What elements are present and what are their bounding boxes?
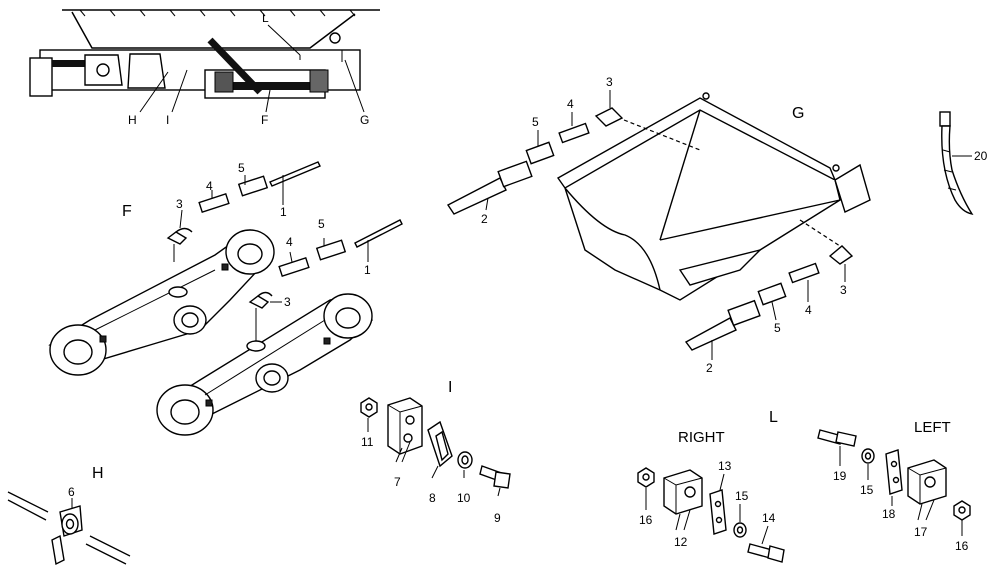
hose-assembly-f-lower (248, 219, 403, 342)
callout-right-14: 14 (762, 511, 776, 525)
callout-g-upper-3: 3 (606, 75, 613, 89)
callout-i-8: 8 (429, 491, 436, 505)
clamp-block-set-i (360, 397, 511, 489)
callout-f-lower-4: 4 (286, 235, 293, 249)
hose-assembly-f-upper (166, 161, 321, 262)
hose-assembly-g-lower (684, 219, 854, 351)
hose-assembly-g-upper (446, 107, 701, 215)
callout-g-upper-2: 2 (481, 212, 488, 226)
callout-f-upper-5: 5 (238, 161, 245, 175)
callout-tie-20: 20 (974, 149, 988, 163)
callout-f-lower-1: 1 (364, 263, 371, 277)
callout-f-upper-3: 3 (176, 197, 183, 211)
callout-i-10: 10 (457, 491, 471, 505)
callout-overview-L: L (262, 11, 269, 25)
callout-g-lower-2: 2 (706, 361, 713, 375)
callout-overview-I: I (166, 113, 169, 127)
lift-arm-upper (48, 229, 275, 376)
clamp-block-set-left (817, 429, 971, 521)
callout-h-6: 6 (68, 485, 75, 499)
section-label-G: G (792, 105, 804, 122)
cable-tie (939, 111, 974, 216)
callout-right-13: 13 (718, 459, 732, 473)
callout-g-lower-5: 5 (774, 321, 781, 335)
callout-f-lower-3: 3 (284, 295, 291, 309)
hose-clamp-detail (7, 491, 131, 566)
callout-left-15: 15 (860, 483, 874, 497)
callout-overview-G: G (360, 113, 369, 127)
callout-i-9: 9 (494, 511, 501, 525)
side-label-left: LEFT (914, 419, 951, 436)
callout-g-upper-4: 4 (567, 97, 574, 111)
callout-right-16: 16 (639, 513, 653, 527)
section-label-L: L (769, 409, 778, 426)
callout-i-11: 11 (361, 435, 374, 449)
callout-f-lower-5: 5 (318, 217, 325, 231)
callout-i-7: 7 (394, 475, 401, 489)
callout-g-upper-5: 5 (532, 115, 539, 129)
callout-overview-H: H (128, 113, 137, 127)
callout-f-upper-4: 4 (206, 179, 213, 193)
lift-arm-lower (156, 293, 373, 436)
section-label-I: I (448, 379, 452, 396)
clamp-block-set-right (637, 467, 785, 563)
callout-right-15: 15 (735, 489, 749, 503)
callout-f-upper-1: 1 (280, 205, 287, 219)
callout-left-17: 17 (914, 525, 928, 539)
side-label-right: RIGHT (678, 429, 725, 446)
callout-g-lower-4: 4 (805, 303, 812, 317)
callout-g-lower-3: 3 (840, 283, 847, 297)
section-label-H: H (92, 465, 104, 482)
callout-left-18: 18 (882, 507, 896, 521)
section-label-F: F (122, 203, 132, 220)
callout-left-19: 19 (833, 469, 847, 483)
callout-left-16: 16 (955, 539, 969, 553)
callout-overview-F: F (261, 113, 268, 127)
bucket-tray (556, 92, 871, 301)
overview-illustration (29, 9, 380, 99)
callout-right-12: 12 (674, 535, 688, 549)
